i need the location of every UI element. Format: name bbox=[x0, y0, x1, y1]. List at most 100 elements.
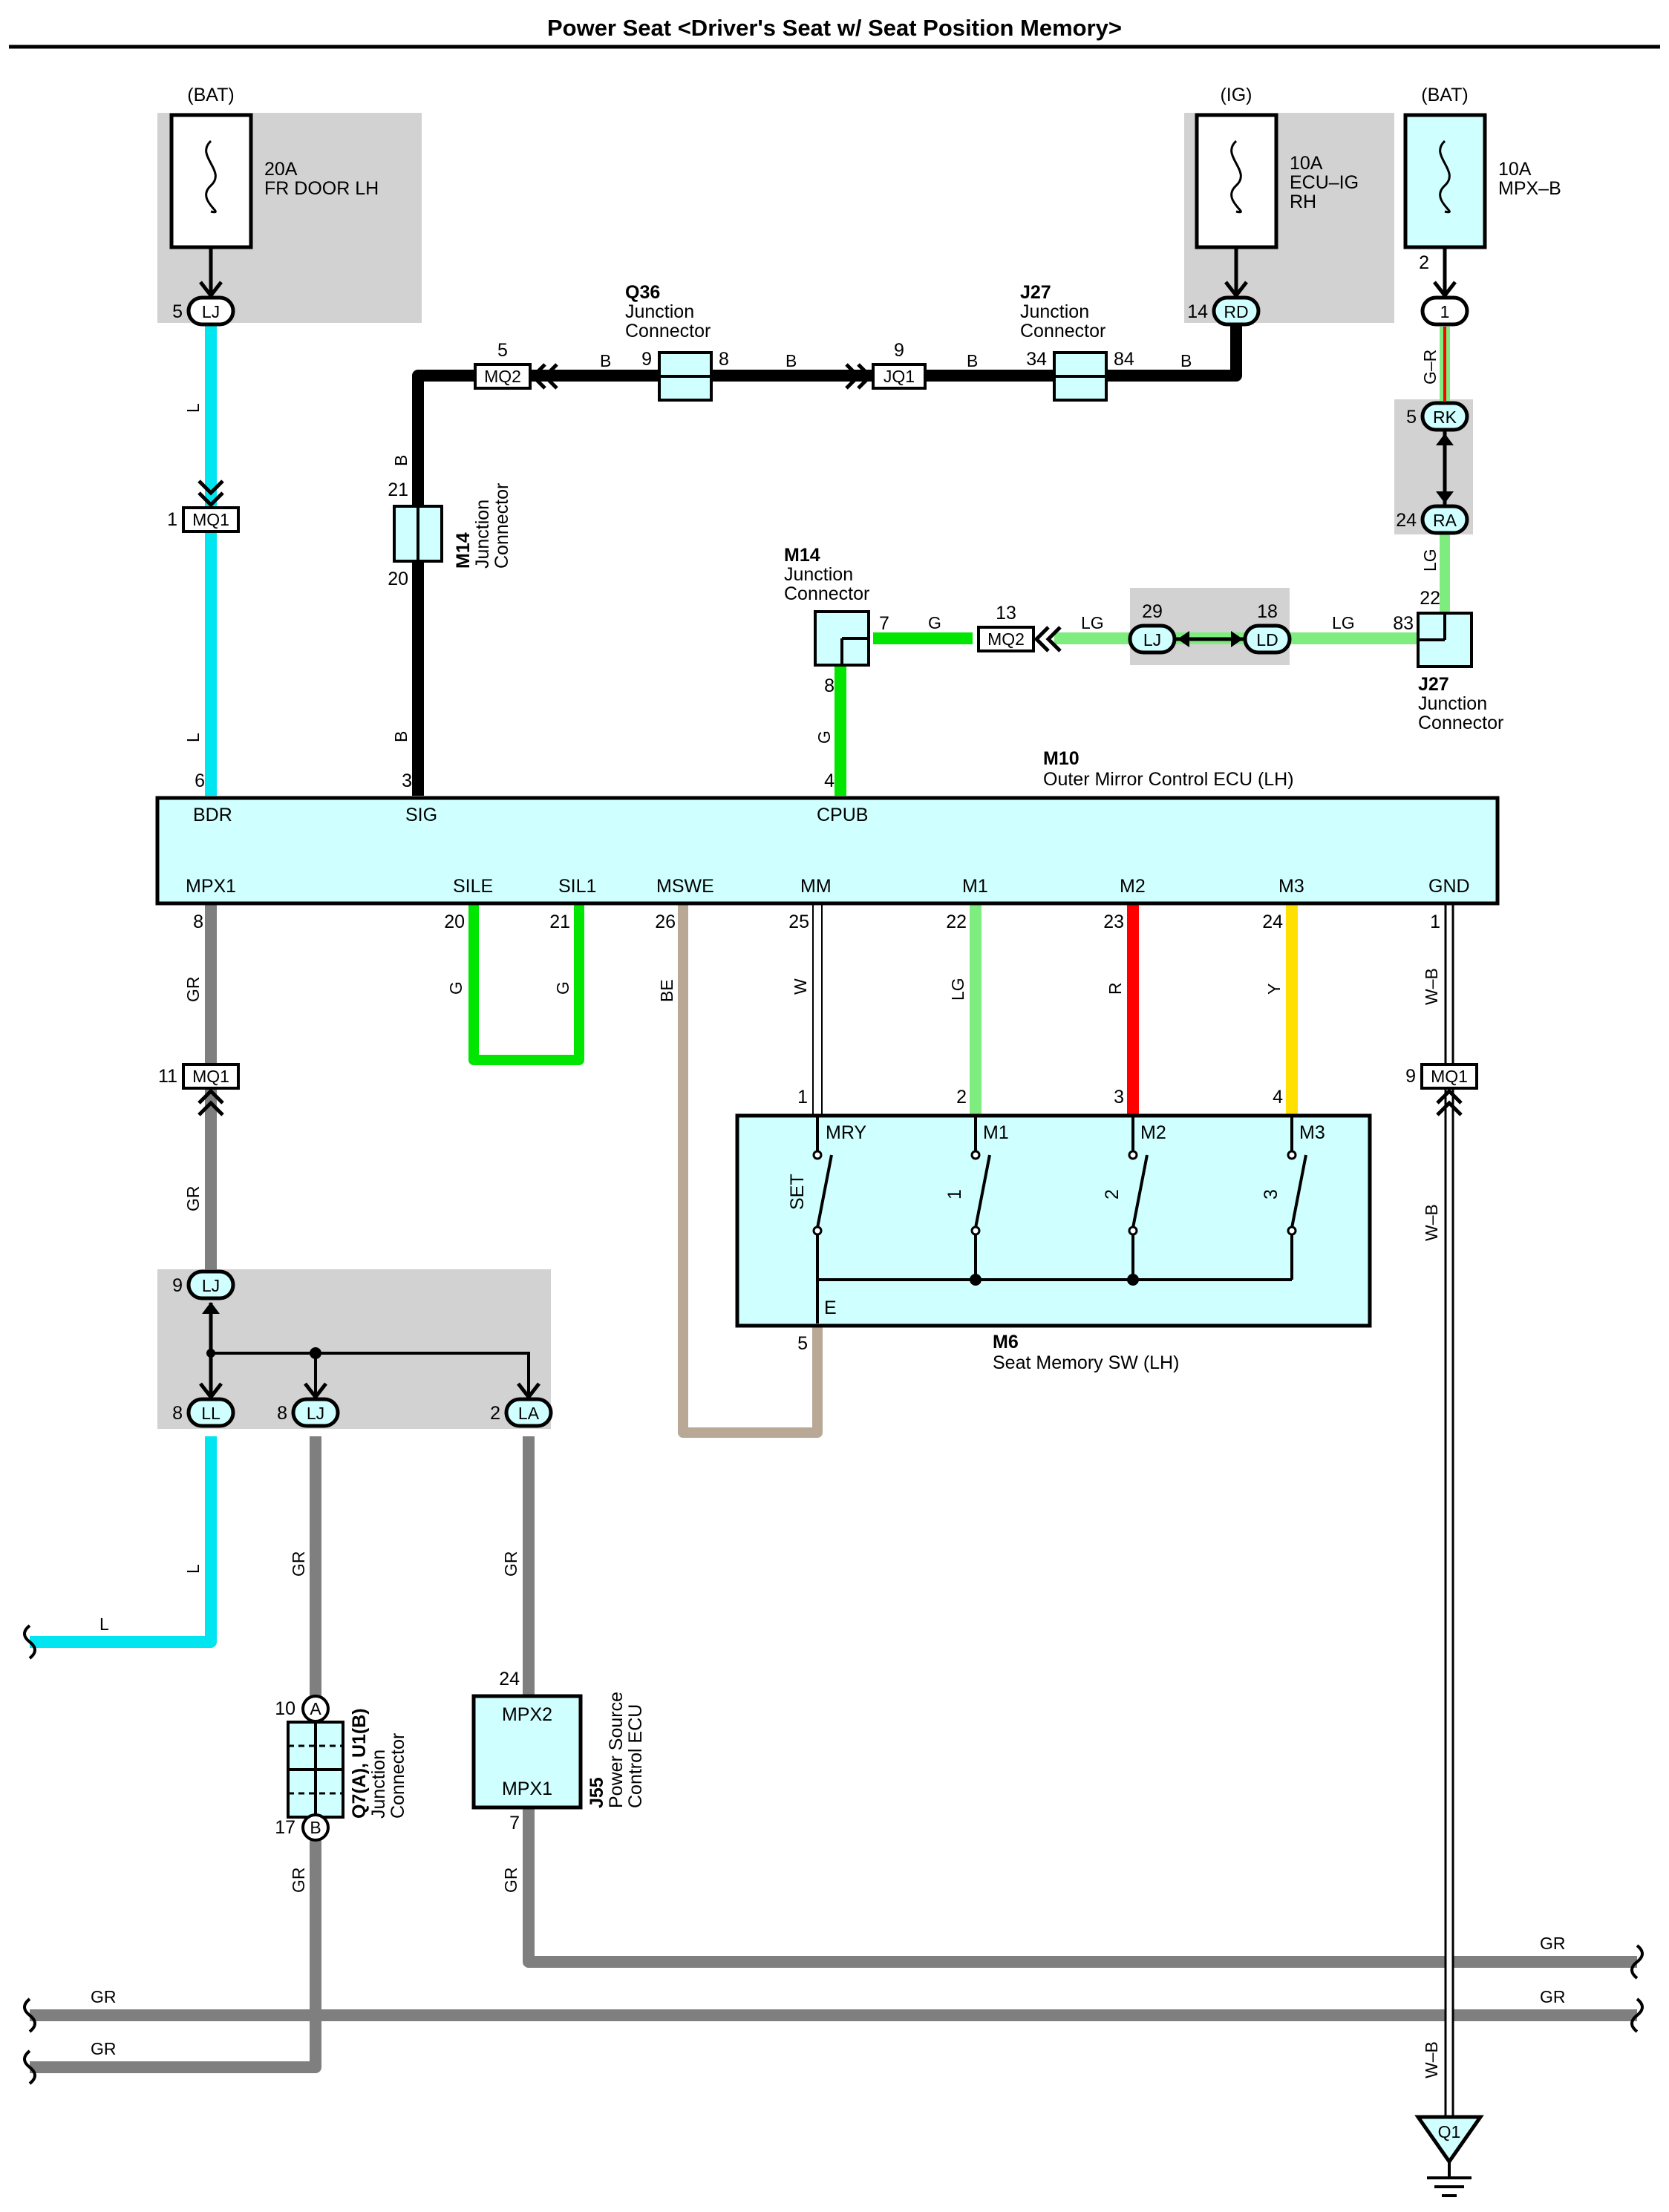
j55-pin-name: MPX2 bbox=[502, 1704, 552, 1725]
connector-code: RK bbox=[1433, 408, 1457, 427]
connector-ld: LD 18 bbox=[1243, 601, 1292, 655]
ecu-pin-num: 21 bbox=[549, 912, 570, 932]
connector-code: MQ1 bbox=[1431, 1067, 1468, 1086]
connector-pin: 29 bbox=[1142, 601, 1163, 622]
ecu-pin-name: SILE bbox=[453, 876, 493, 897]
wire-label: W–B bbox=[1422, 1204, 1441, 1241]
connector-code: RA bbox=[1433, 511, 1457, 530]
wire-label: GR bbox=[1540, 1934, 1566, 1953]
ecu-name: Outer Mirror Control ECU (LH) bbox=[1043, 769, 1294, 790]
connector-mq1-a: MQ1 1 bbox=[167, 480, 240, 533]
switch-body bbox=[735, 1113, 1372, 1328]
wire-label: GR bbox=[91, 2039, 117, 2058]
junction-pin-left: 83 bbox=[1393, 613, 1414, 634]
ecu-pin-num: 8 bbox=[193, 912, 203, 932]
junction-j27-top: J27 Junction Connector 34 84 bbox=[1020, 282, 1134, 402]
break-mark-gr2r bbox=[1630, 1997, 1644, 2033]
ecu-pin-name: SIG bbox=[405, 805, 437, 825]
j55-l2: Control ECU bbox=[625, 1704, 646, 1808]
ecu-pin-num: 4 bbox=[824, 770, 834, 791]
break-mark-gr3 bbox=[23, 2049, 36, 2085]
chevron-up-icon bbox=[1436, 1088, 1463, 1116]
switch-id: M6 bbox=[993, 1332, 1019, 1352]
ecu-pin-num: 24 bbox=[1262, 912, 1283, 932]
wire-label: L bbox=[183, 733, 203, 742]
wire-label: BE bbox=[657, 979, 676, 1002]
connector-ra: RA 24 bbox=[1396, 504, 1469, 535]
wire-label: B bbox=[391, 731, 411, 742]
wire-label: G bbox=[928, 613, 941, 632]
ecu-body bbox=[155, 796, 1500, 906]
switch-sw-label: SET bbox=[787, 1174, 808, 1210]
wire-label: GR bbox=[183, 1186, 203, 1212]
wire-gr-lower bbox=[30, 1835, 321, 2073]
fuse-pin: 2 bbox=[1419, 252, 1429, 273]
fuse-rating: 10A bbox=[1498, 159, 1532, 180]
connector-pin: 8 bbox=[172, 1403, 183, 1424]
switch-sw-label: 2 bbox=[1102, 1189, 1123, 1200]
arrow-up-icon bbox=[202, 1302, 220, 1314]
fuse-fr-door: (BAT) 20A FR DOOR LH bbox=[169, 85, 379, 299]
junction-l1: Junction bbox=[1418, 693, 1487, 714]
ecu-pin-name: M1 bbox=[962, 876, 988, 897]
wire-label: LG bbox=[1332, 613, 1355, 632]
connector-code: JQ1 bbox=[884, 367, 915, 386]
arrow-icon bbox=[517, 1382, 540, 1401]
junction-pin-bottom: 8 bbox=[824, 675, 834, 696]
connector-code: MQ1 bbox=[192, 510, 229, 529]
connector-pin: 1 bbox=[167, 509, 177, 530]
switch-sw-label: 1 bbox=[944, 1189, 965, 1200]
connector-code: LA bbox=[518, 1404, 540, 1423]
j55-body bbox=[471, 1694, 583, 1810]
j55-pin-name: MPX1 bbox=[502, 1779, 552, 1799]
wire-label: B bbox=[1180, 351, 1192, 370]
arrow-right-icon bbox=[1231, 631, 1243, 647]
wire-label: W–B bbox=[1422, 2041, 1441, 2078]
connector-pin: 18 bbox=[1257, 601, 1278, 622]
connector-pin: 5 bbox=[1406, 407, 1417, 428]
arrow-icon bbox=[1433, 281, 1457, 299]
junction-pin-out: 84 bbox=[1114, 349, 1134, 370]
ecu-pin-num: 3 bbox=[402, 770, 412, 791]
wire-gr-mpx-bus1 bbox=[523, 1807, 1637, 1968]
arrow-icon bbox=[199, 281, 223, 299]
wire-label: R bbox=[1105, 982, 1125, 995]
ecu-pin-name: M2 bbox=[1120, 876, 1146, 897]
switch-node bbox=[970, 1274, 982, 1286]
connector-pin: 10 bbox=[275, 1698, 295, 1719]
junction-l2: Connector bbox=[784, 583, 869, 604]
junction-l1: Junction bbox=[784, 564, 853, 585]
wire-label: B bbox=[600, 351, 611, 370]
connector-mq2-b: MQ2 13 bbox=[977, 603, 1062, 652]
connector-pin: 14 bbox=[1187, 301, 1208, 322]
connector-lj-top: LJ 5 bbox=[172, 295, 235, 327]
connector-la: LA 2 bbox=[490, 1397, 553, 1428]
fuse-element-icon bbox=[1230, 140, 1242, 214]
ecu-pin-name: CPUB bbox=[817, 805, 868, 825]
switch-pin-name: M3 bbox=[1299, 1122, 1325, 1143]
wire-b-sig bbox=[412, 325, 1242, 796]
switch-pin-name: M2 bbox=[1140, 1122, 1166, 1143]
connector-code: 1 bbox=[1440, 302, 1450, 321]
j55-l1: Power Source bbox=[606, 1692, 627, 1808]
split-node-0 bbox=[206, 1349, 215, 1358]
junction-pin-out: 8 bbox=[719, 349, 729, 370]
j55-pin-num: 7 bbox=[509, 1813, 520, 1833]
ecu-pin-name: M3 bbox=[1278, 876, 1304, 897]
connector-code: RD bbox=[1224, 302, 1248, 321]
fuse-element-icon bbox=[205, 140, 217, 214]
switch-sw-label: 3 bbox=[1261, 1189, 1281, 1200]
connector-code: A bbox=[310, 1699, 321, 1718]
wire-label: LG bbox=[1420, 549, 1440, 572]
junction-pin-right: 7 bbox=[879, 613, 889, 634]
junction-q7-u1: A 10 B 17 Q7(A), U1(B) Junction Connecto… bbox=[275, 1695, 408, 1842]
switch-pin-num: 4 bbox=[1273, 1087, 1283, 1107]
connector-mq1-c: MQ1 9 bbox=[1405, 1063, 1478, 1116]
connector-code: MQ2 bbox=[987, 629, 1025, 649]
fuse-name-2: RH bbox=[1290, 192, 1316, 212]
fuse-body bbox=[169, 113, 253, 249]
ecu-pin-num: 20 bbox=[444, 912, 465, 932]
arrow-icon bbox=[199, 1382, 223, 1401]
connector-pin: 5 bbox=[172, 301, 183, 322]
